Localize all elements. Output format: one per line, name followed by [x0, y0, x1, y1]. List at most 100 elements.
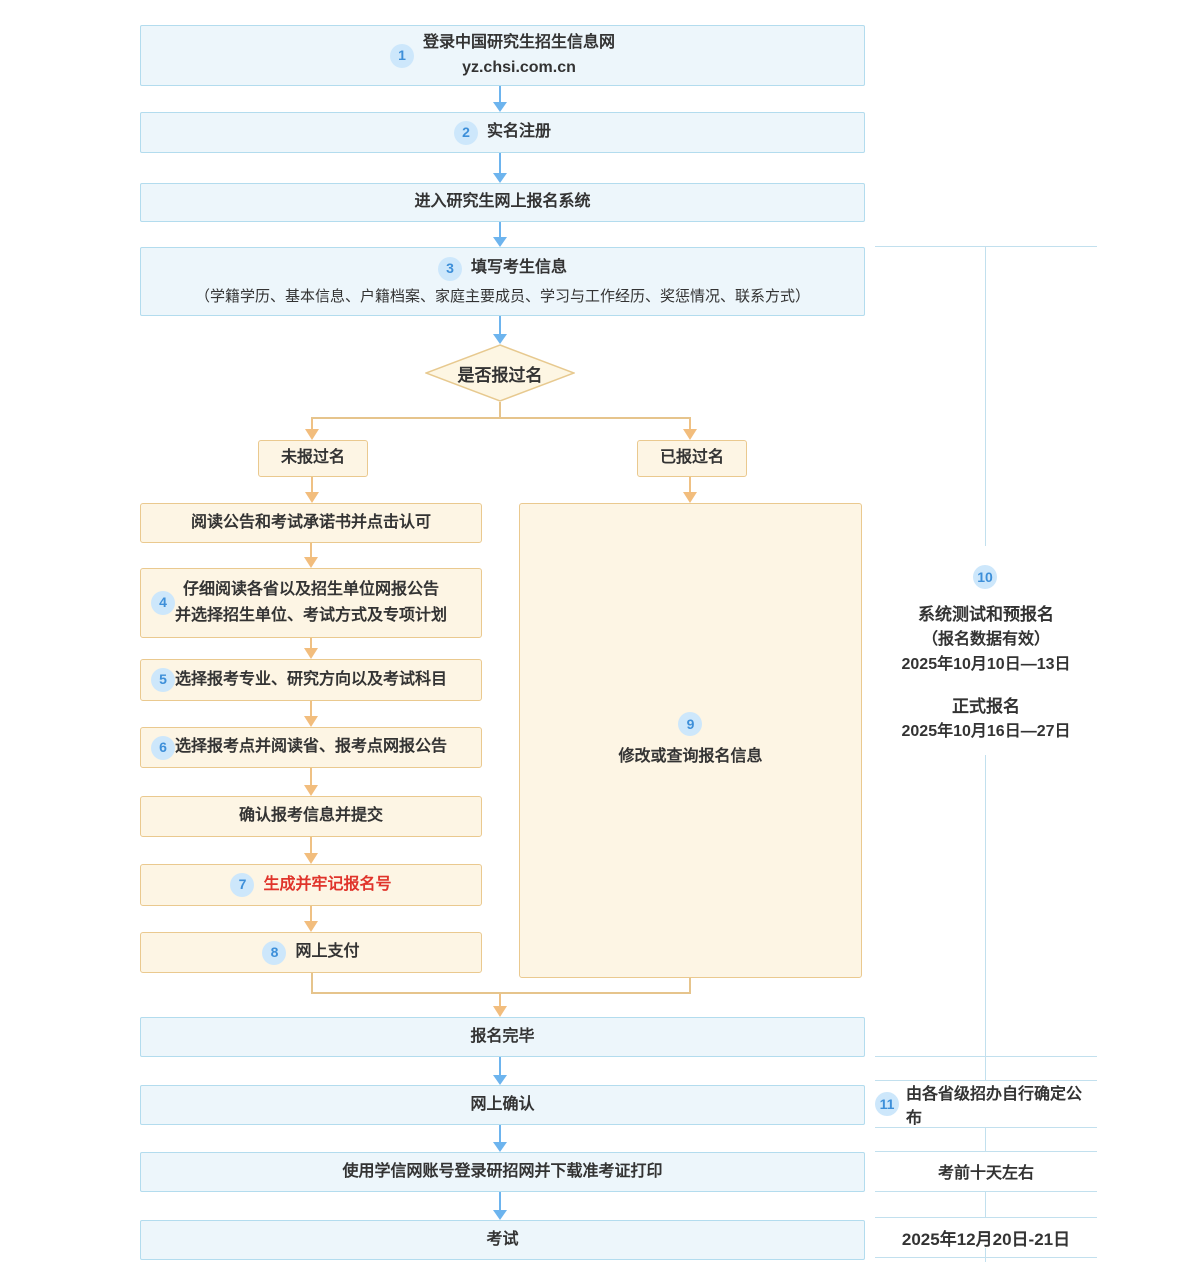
modify-query-label: 修改或查询报名信息	[618, 748, 763, 766]
fill-info-detail: （学籍学历、基本信息、户籍档案、家庭主要成员、学习与工作经历、奖惩情况、联系方式…	[194, 287, 810, 305]
branch-no-label: 未报过名	[280, 449, 345, 467]
formal-registration-title: 正式报名	[952, 697, 1020, 716]
sidebar-grid-line	[985, 1191, 986, 1217]
flow-step-choose-major: 5 选择报考专业、研究方向以及考试科目	[140, 659, 482, 701]
step-number-badge: 9	[678, 712, 703, 737]
step-number-badge: 4	[151, 591, 175, 615]
arrow-down-icon	[304, 419, 320, 440]
connector-line	[311, 992, 691, 994]
flow-step-confirm-submit: 确认报考信息并提交	[140, 796, 482, 837]
arrow-down-icon	[492, 153, 508, 183]
sidebar-grid-line	[985, 1127, 986, 1151]
confirm-publish-label: 由各省级招办自行确定公布	[906, 1085, 1083, 1127]
sidebar-grid-line	[985, 246, 986, 546]
arrow-down-icon	[492, 222, 508, 247]
formal-registration-date: 2025年10月16日—27日	[901, 723, 1071, 740]
choose-unit-line2: 并选择招生单位、考试方式及专项计划	[174, 607, 447, 624]
pay-online-label: 网上支付	[295, 943, 360, 961]
exam-label: 考试	[486, 1230, 519, 1248]
sidebar-grid-line	[875, 1127, 1097, 1128]
sidebar-grid-line	[875, 246, 1097, 247]
read-notice-label: 阅读公告和考试承诺书并点击认可	[190, 513, 431, 531]
decision-diamond: 是否报过名	[425, 344, 575, 402]
pre-registration-title: 系统测试和预报名	[918, 605, 1054, 624]
decision-label: 是否报过名	[457, 365, 543, 385]
step-number-badge: 3	[437, 256, 462, 281]
remember-id-label: 生成并牢记报名号	[263, 875, 392, 893]
arrow-down-icon	[304, 477, 320, 503]
print-ticket-label: 使用学信网账号登录研招网并下载准考证打印	[342, 1162, 663, 1180]
enter-system-label: 进入研究生网上报名系统	[414, 193, 591, 211]
choose-site-label: 选择报考点并阅读省、报考点网报公告	[174, 738, 447, 756]
step-login-url: yz.chsi.com.cn	[462, 58, 576, 76]
connector-line	[499, 402, 501, 418]
step-number-badge: 1	[389, 43, 414, 68]
flow-step-register: 2 实名注册	[140, 112, 865, 153]
flow-step-remember-id: 7 生成并牢记报名号	[140, 864, 482, 906]
flow-step-pay-online: 8 网上支付	[140, 932, 482, 973]
arrow-down-icon	[303, 701, 319, 727]
sidebar-grid-line	[875, 1191, 1097, 1192]
arrow-down-icon	[492, 86, 508, 112]
step-number-badge: 11	[875, 1091, 899, 1116]
flow-step-choose-unit: 4 仔细阅读各省以及招生单位网报公告 并选择招生单位、考试方式及专项计划	[140, 568, 482, 638]
sidebar-grid-line	[875, 1080, 1097, 1081]
exam-date-label: 2025年12月20日-21日	[901, 1229, 1071, 1249]
arrow-down-icon	[303, 543, 319, 568]
arrow-down-icon	[303, 837, 319, 864]
step-number-badge: 5	[151, 668, 175, 692]
sidebar-note-registration-dates: 系统测试和预报名 （报名数据有效） 2025年10月10日—13日 正式报名 2…	[875, 602, 1097, 744]
arrow-down-icon	[303, 768, 319, 796]
flow-step-modify-query: 9 修改或查询报名信息	[519, 503, 862, 978]
branch-not-registered: 未报过名	[258, 440, 368, 477]
pre-registration-note: （报名数据有效）	[921, 631, 1050, 648]
sidebar-grid-line	[985, 755, 986, 1080]
arrow-down-icon	[303, 638, 319, 659]
arrow-down-icon	[682, 477, 698, 503]
flow-step-finish: 报名完毕	[140, 1017, 865, 1057]
step-number-badge: 10	[973, 565, 997, 589]
flow-step-exam: 考试	[140, 1220, 865, 1260]
choose-major-label: 选择报考专业、研究方向以及考试科目	[174, 670, 447, 688]
sidebar-grid-line	[985, 1248, 986, 1262]
sidebar-grid-line	[875, 1056, 1097, 1057]
branch-registered: 已报过名	[637, 440, 747, 477]
arrow-down-icon	[492, 1125, 508, 1152]
fill-info-title: 填写考生信息	[470, 259, 567, 277]
flow-step-read-notice: 阅读公告和考试承诺书并点击认可	[140, 503, 482, 543]
step-register-label: 实名注册	[486, 123, 551, 141]
pre-registration-date: 2025年10月10日—13日	[901, 656, 1071, 673]
choose-unit-line1: 仔细阅读各省以及招生单位网报公告	[182, 580, 439, 598]
flow-step-choose-site: 6 选择报考点并阅读省、报考点网报公告	[140, 727, 482, 768]
arrow-down-icon	[682, 419, 698, 440]
step-number-badge: 6	[151, 735, 175, 760]
connector-line	[311, 973, 313, 994]
branch-yes-label: 已报过名	[659, 449, 724, 467]
sidebar-note-confirm-publish: 11 由各省级招办自行确定公布	[875, 1080, 1097, 1127]
arrow-down-icon	[492, 994, 508, 1017]
sidebar-grid-line	[875, 1257, 1097, 1258]
sidebar-note-exam-date: 2025年12月20日-21日	[875, 1217, 1097, 1257]
sidebar-note-ticket-time: 考前十天左右	[875, 1151, 1097, 1191]
flow-step-login: 1 登录中国研究生招生信息网 yz.chsi.com.cn	[140, 25, 865, 86]
flow-step-enter-system: 进入研究生网上报名系统	[140, 183, 865, 222]
ticket-time-label: 考前十天左右	[937, 1165, 1034, 1182]
finish-label: 报名完毕	[470, 1027, 535, 1045]
arrow-down-icon	[492, 1057, 508, 1085]
online-confirm-label: 网上确认	[470, 1095, 535, 1113]
arrow-down-icon	[303, 906, 319, 932]
arrow-down-icon	[492, 316, 508, 344]
flow-step-online-confirm: 网上确认	[140, 1085, 865, 1125]
connector-line	[689, 978, 691, 994]
step-login-title: 登录中国研究生招生信息网	[422, 34, 615, 52]
sidebar-grid-line	[875, 1151, 1097, 1152]
arrow-down-icon	[492, 1192, 508, 1220]
confirm-submit-label: 确认报考信息并提交	[238, 807, 383, 825]
connector-line	[311, 417, 691, 419]
step-number-badge: 8	[262, 940, 287, 965]
flow-step-print-ticket: 使用学信网账号登录研招网并下载准考证打印	[140, 1152, 865, 1192]
flow-step-fill-info: 3 填写考生信息 （学籍学历、基本信息、户籍档案、家庭主要成员、学习与工作经历、…	[140, 247, 865, 316]
sidebar-grid-line	[875, 1217, 1097, 1218]
step-number-badge: 7	[230, 873, 255, 897]
